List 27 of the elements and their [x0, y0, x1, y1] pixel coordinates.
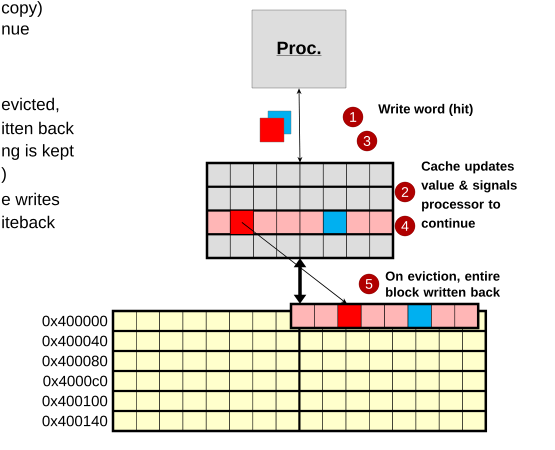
step-note: Write word (hit)	[378, 104, 473, 116]
memory-grid	[112, 310, 488, 432]
step-note: Cache updates value & signals processor to continue	[421, 161, 517, 228]
body-text: evicted,	[2, 98, 58, 112]
address-label: 0x400000	[42, 316, 108, 326]
address-label: 0x4000c0	[43, 376, 108, 386]
step-number: 5	[358, 274, 380, 294]
body-text: )	[1, 167, 6, 183]
step-number: 4	[394, 216, 416, 236]
body-text: ng is kept	[2, 144, 74, 160]
step-number: 2	[394, 182, 416, 202]
address-label: 0x400080	[42, 356, 108, 366]
step-note: On eviction, entire block written back	[386, 271, 500, 297]
step-number: 1	[342, 106, 364, 128]
body-text: nue	[2, 25, 29, 35]
processor-box: Proc.	[252, 10, 346, 88]
evicted-block	[290, 302, 480, 330]
address-label: 0x400040	[42, 336, 108, 346]
body-text: e writes	[2, 192, 60, 206]
dirty-word-cell	[230, 210, 254, 235]
address-label: 0x400100	[42, 396, 108, 406]
cache-grid	[206, 162, 394, 260]
body-text: iteback	[2, 216, 56, 228]
body-text: copy)	[2, 1, 42, 17]
step-number: 3	[356, 130, 378, 152]
address-label: 0x400140	[42, 416, 108, 426]
body-text: itten back	[2, 122, 74, 134]
